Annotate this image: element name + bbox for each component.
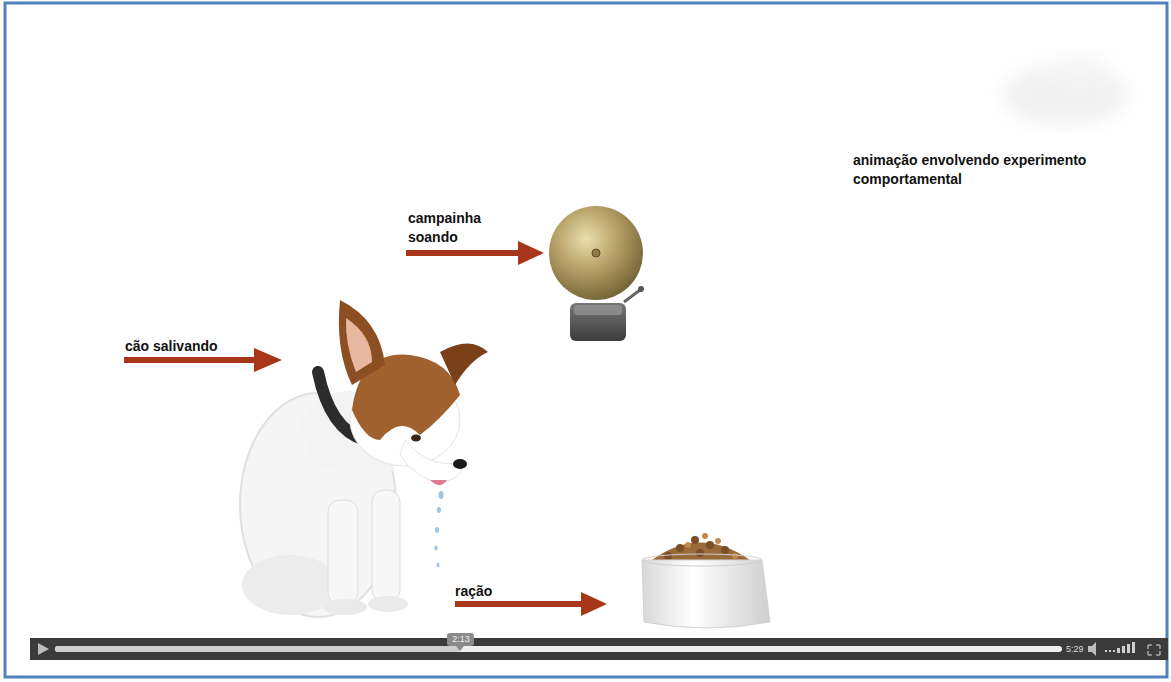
video-player-bar (30, 633, 1168, 660)
part-label: cão salivando (125, 337, 285, 356)
pointer-arrows (124, 241, 607, 616)
food-bowl-illustration (642, 533, 770, 628)
frame-border (5, 3, 1167, 677)
watermark-blob (1003, 55, 1127, 125)
caption-note: animação envolvendo experimento comporta… (853, 151, 1113, 189)
part-label: ração (455, 582, 555, 601)
time-marker: 2:13 (448, 633, 474, 646)
part-label: campainha soando (408, 209, 508, 247)
bell-illustration (549, 206, 644, 341)
dog-illustration (240, 300, 488, 617)
duration-label: 5:29 (1066, 643, 1090, 656)
